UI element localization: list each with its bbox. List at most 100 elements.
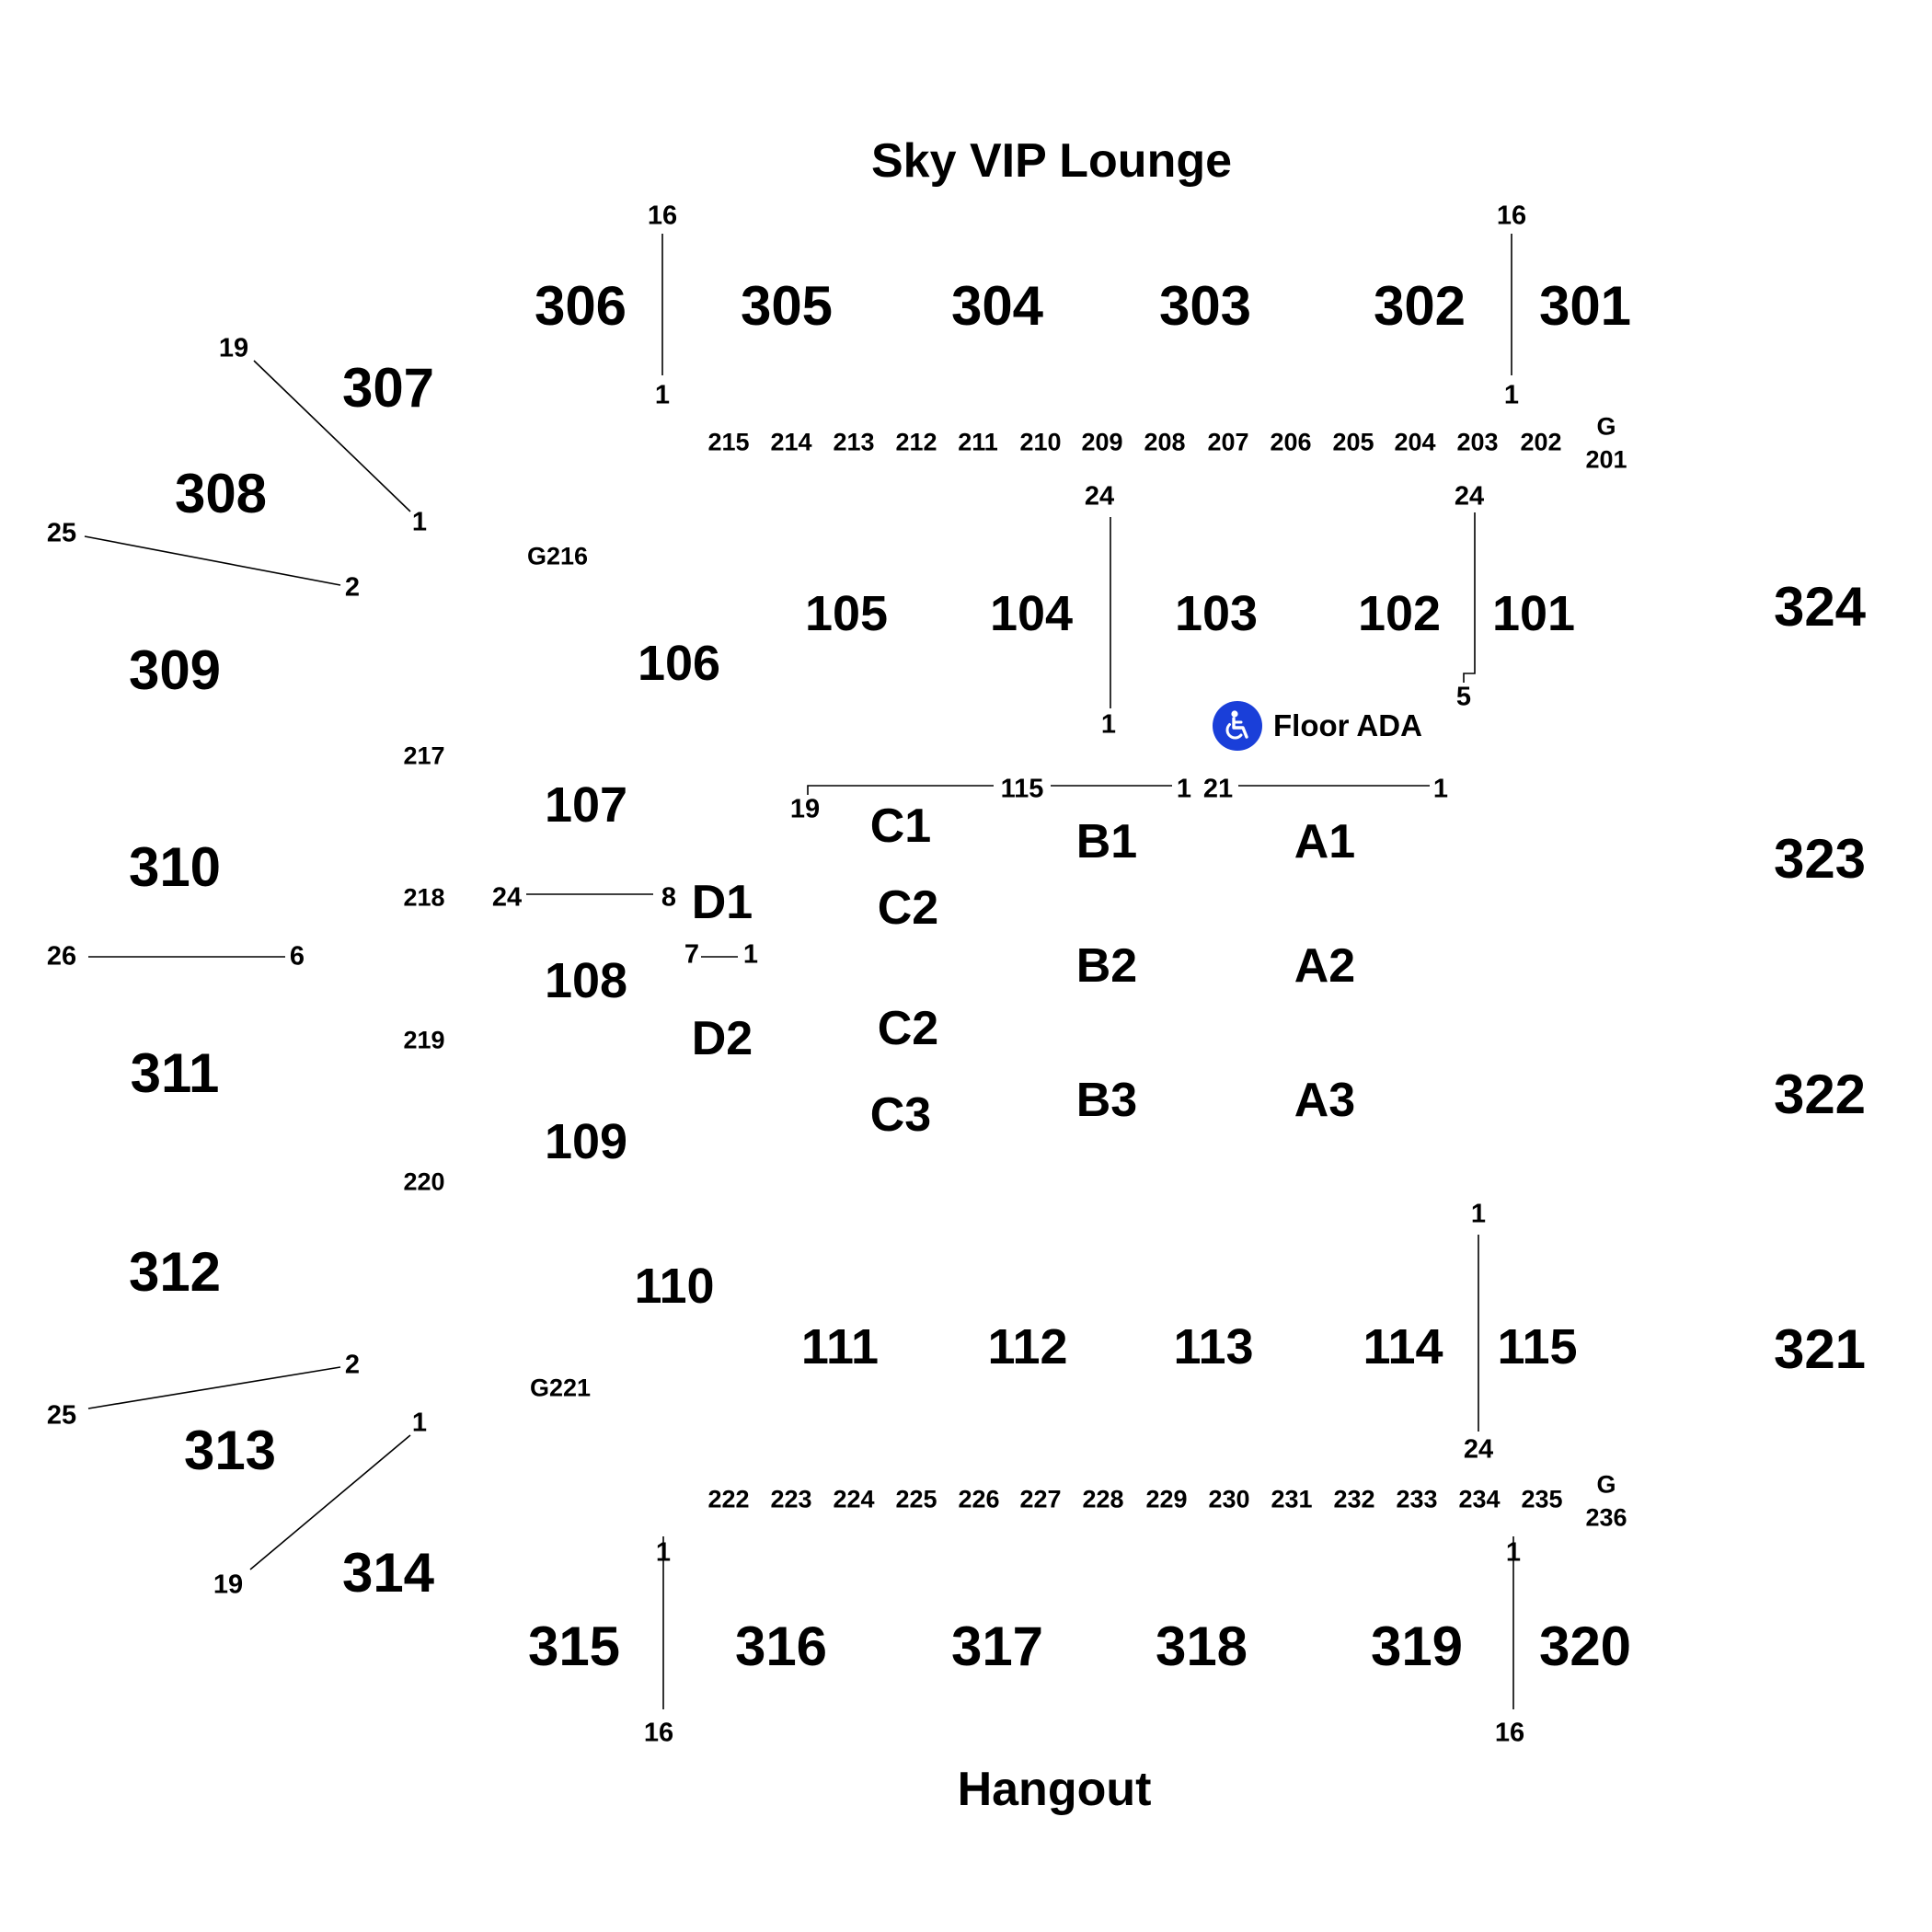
hangout-title: Hangout bbox=[957, 1763, 1152, 1816]
section-217[interactable]: 217 bbox=[403, 742, 445, 770]
section-317[interactable]: 317 bbox=[950, 1616, 1044, 1677]
row-label: 24 bbox=[1463, 1434, 1494, 1465]
section-319[interactable]: 319 bbox=[1370, 1616, 1464, 1677]
section-322[interactable]: 322 bbox=[1773, 1064, 1867, 1125]
section-225[interactable]: 225 bbox=[895, 1485, 937, 1513]
section-207[interactable]: 207 bbox=[1207, 428, 1249, 456]
section-104[interactable]: 104 bbox=[989, 586, 1074, 641]
section-305[interactable]: 305 bbox=[740, 275, 834, 337]
section-b1[interactable]: B1 bbox=[1075, 815, 1138, 868]
section-234[interactable]: 234 bbox=[1458, 1485, 1501, 1513]
section-226[interactable]: 226 bbox=[958, 1485, 1000, 1513]
section-301[interactable]: 301 bbox=[1538, 275, 1632, 337]
section-106[interactable]: 106 bbox=[637, 636, 721, 691]
section-c2-lower[interactable]: C2 bbox=[877, 1002, 939, 1055]
section-321[interactable]: 321 bbox=[1773, 1318, 1867, 1380]
section-210[interactable]: 210 bbox=[1019, 428, 1062, 456]
section-310[interactable]: 310 bbox=[128, 836, 222, 898]
section-202[interactable]: 202 bbox=[1520, 428, 1562, 456]
section-227[interactable]: 227 bbox=[1019, 1485, 1062, 1513]
section-c1[interactable]: C1 bbox=[869, 799, 932, 853]
section-g236-letter[interactable]: G bbox=[1596, 1470, 1616, 1499]
section-229[interactable]: 229 bbox=[1145, 1485, 1188, 1513]
section-213[interactable]: 213 bbox=[833, 428, 875, 456]
section-a3[interactable]: A3 bbox=[1294, 1074, 1356, 1127]
section-212[interactable]: 212 bbox=[895, 428, 937, 456]
section-224[interactable]: 224 bbox=[833, 1485, 875, 1513]
section-d1[interactable]: D1 bbox=[691, 876, 753, 929]
section-215[interactable]: 215 bbox=[707, 428, 750, 456]
section-223[interactable]: 223 bbox=[770, 1485, 812, 1513]
section-209[interactable]: 209 bbox=[1081, 428, 1123, 456]
section-110[interactable]: 110 bbox=[634, 1259, 715, 1314]
section-314[interactable]: 314 bbox=[341, 1542, 435, 1604]
section-311[interactable]: 311 bbox=[130, 1042, 220, 1104]
section-b2[interactable]: B2 bbox=[1075, 939, 1138, 993]
row-label: 24 bbox=[1454, 481, 1485, 512]
section-218[interactable]: 218 bbox=[403, 883, 445, 912]
section-230[interactable]: 230 bbox=[1208, 1485, 1250, 1513]
section-113[interactable]: 113 bbox=[1173, 1319, 1254, 1374]
section-235[interactable]: 235 bbox=[1521, 1485, 1563, 1513]
section-d2[interactable]: D2 bbox=[691, 1012, 753, 1065]
row-label: 16 bbox=[1496, 201, 1527, 231]
section-109[interactable]: 109 bbox=[544, 1114, 628, 1169]
section-a2[interactable]: A2 bbox=[1294, 939, 1356, 993]
section-211[interactable]: 211 bbox=[958, 428, 998, 456]
section-204[interactable]: 204 bbox=[1394, 428, 1436, 456]
section-324[interactable]: 324 bbox=[1773, 576, 1867, 638]
section-114[interactable]: 114 bbox=[1363, 1319, 1443, 1374]
section-g201-letter[interactable]: G bbox=[1596, 412, 1616, 441]
section-309[interactable]: 309 bbox=[128, 639, 222, 701]
row-line-101 bbox=[1463, 512, 1476, 683]
section-b3[interactable]: B3 bbox=[1075, 1074, 1138, 1127]
row-label: 1 bbox=[654, 380, 671, 410]
section-233[interactable]: 233 bbox=[1396, 1485, 1438, 1513]
section-313[interactable]: 313 bbox=[183, 1420, 277, 1481]
section-312[interactable]: 312 bbox=[128, 1241, 222, 1303]
section-g236-number[interactable]: 236 bbox=[1585, 1503, 1627, 1532]
section-222[interactable]: 222 bbox=[707, 1485, 750, 1513]
section-315[interactable]: 315 bbox=[527, 1616, 621, 1677]
section-a1[interactable]: A1 bbox=[1294, 815, 1356, 868]
section-101[interactable]: 101 bbox=[1491, 586, 1576, 641]
row-label: 24 bbox=[491, 882, 523, 913]
section-g201-number[interactable]: 201 bbox=[1585, 445, 1627, 474]
section-232[interactable]: 232 bbox=[1333, 1485, 1375, 1513]
section-308[interactable]: 308 bbox=[174, 463, 268, 524]
section-228[interactable]: 228 bbox=[1082, 1485, 1124, 1513]
section-203[interactable]: 203 bbox=[1456, 428, 1499, 456]
section-304[interactable]: 304 bbox=[950, 275, 1044, 337]
section-316[interactable]: 316 bbox=[734, 1616, 828, 1677]
section-c2-upper[interactable]: C2 bbox=[877, 881, 939, 935]
section-205[interactable]: 205 bbox=[1332, 428, 1374, 456]
section-105[interactable]: 105 bbox=[804, 586, 889, 641]
section-318[interactable]: 318 bbox=[1155, 1616, 1248, 1677]
section-320[interactable]: 320 bbox=[1538, 1616, 1632, 1677]
section-208[interactable]: 208 bbox=[1144, 428, 1186, 456]
floor-ada-marker[interactable]: Floor ADA bbox=[1213, 701, 1422, 751]
row-label: 8 bbox=[661, 882, 677, 913]
section-206[interactable]: 206 bbox=[1270, 428, 1312, 456]
row-label: 16 bbox=[643, 1718, 674, 1748]
section-c3[interactable]: C3 bbox=[869, 1088, 932, 1142]
section-115[interactable]: 115 bbox=[1497, 1319, 1578, 1374]
section-g221[interactable]: G221 bbox=[529, 1374, 592, 1402]
section-112[interactable]: 112 bbox=[987, 1319, 1068, 1374]
section-220[interactable]: 220 bbox=[403, 1167, 445, 1196]
section-231[interactable]: 231 bbox=[1271, 1485, 1313, 1513]
section-108[interactable]: 108 bbox=[544, 953, 628, 1008]
section-306[interactable]: 306 bbox=[534, 275, 627, 337]
section-302[interactable]: 302 bbox=[1373, 275, 1466, 337]
section-307[interactable]: 307 bbox=[341, 357, 435, 419]
section-323[interactable]: 323 bbox=[1773, 828, 1867, 890]
section-303[interactable]: 303 bbox=[1158, 275, 1252, 337]
row-label: 1 bbox=[411, 1408, 428, 1438]
section-111[interactable]: 111 bbox=[800, 1319, 880, 1374]
section-219[interactable]: 219 bbox=[403, 1026, 445, 1054]
section-107[interactable]: 107 bbox=[544, 777, 628, 833]
section-214[interactable]: 214 bbox=[770, 428, 812, 456]
section-102[interactable]: 102 bbox=[1357, 586, 1442, 641]
section-103[interactable]: 103 bbox=[1174, 586, 1259, 641]
section-g216[interactable]: G216 bbox=[526, 542, 589, 570]
